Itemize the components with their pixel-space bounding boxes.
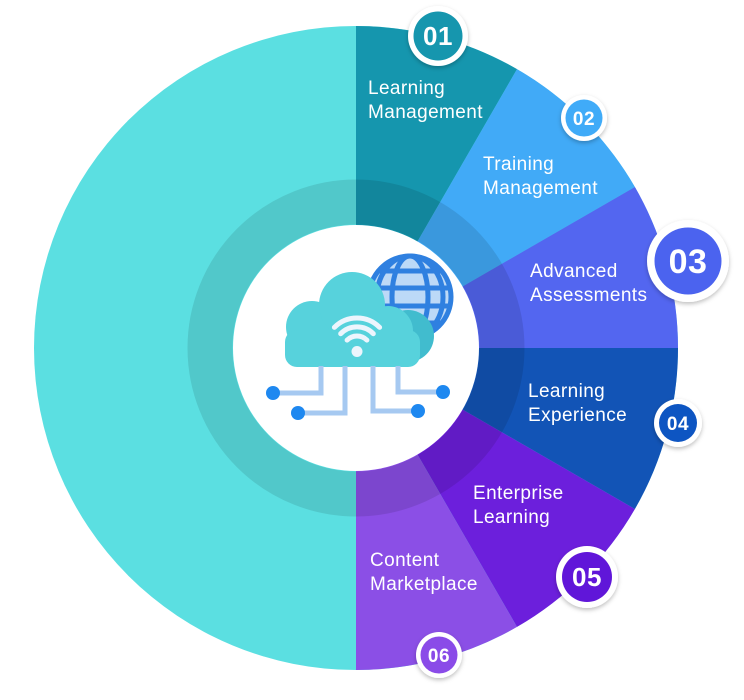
badge-fill — [413, 11, 463, 61]
wifi-dot — [351, 346, 363, 357]
segment-label-04-line1: Learning — [528, 381, 605, 402]
badge-number-text: 05 — [572, 562, 602, 592]
number-badge-05: 05 — [556, 546, 618, 608]
badge-fill — [654, 227, 722, 295]
segment-label-02-line2: Management — [483, 178, 598, 199]
circuit-line — [274, 366, 324, 396]
segment-label-05-line2: Learning — [473, 507, 550, 528]
number-badge-02: 02 — [561, 95, 607, 141]
circuit-node — [436, 385, 450, 399]
circuit-node — [411, 404, 425, 418]
circuit-traces-icon — [274, 366, 441, 416]
badge-number-text: 03 — [669, 243, 708, 281]
cloud-network-icon — [266, 253, 454, 420]
badge-fill — [565, 99, 603, 137]
wifi-arc — [331, 315, 383, 330]
circuit-nodes-icon — [266, 385, 450, 420]
badge-number-text: 02 — [573, 109, 595, 130]
circuit-node — [266, 386, 280, 400]
badge-fill — [562, 552, 612, 602]
segment-label-05-line1: Enterprise — [473, 483, 564, 504]
segment-label-02-line1: Training — [483, 154, 554, 175]
segment-label-01-line2: Management — [368, 102, 483, 123]
number-badge-04: 04 — [654, 399, 702, 447]
segment-label-01-line1: Learning — [368, 78, 445, 99]
circuit-line — [395, 366, 441, 395]
inner-ring-overlay — [187, 179, 525, 517]
segment-label-06-line1: Content — [370, 550, 440, 571]
wifi-arc — [338, 324, 376, 337]
segment-label-04-line2: Experience — [528, 405, 627, 426]
number-badge-06: 06 — [416, 632, 462, 678]
circuit-node — [291, 406, 305, 420]
wifi-arc — [344, 333, 370, 343]
number-badge-01: 01 — [408, 6, 468, 66]
badge-fill — [420, 636, 458, 674]
wifi-icon — [331, 315, 383, 357]
badge-number-text: 06 — [428, 646, 450, 667]
segment-label-03-line1: Advanced — [530, 261, 618, 282]
segment-labels: Learning Management Training Management … — [368, 78, 647, 595]
badge-fill — [659, 404, 697, 442]
segment-label-06-line2: Marketplace — [370, 574, 478, 595]
circuit-line — [299, 366, 348, 416]
circuit-line — [370, 366, 416, 414]
badge-number-text: 04 — [667, 414, 689, 435]
number-badge-03: 03 — [647, 220, 729, 302]
segment-label-03-line2: Assessments — [530, 285, 647, 306]
badge-number-text: 01 — [423, 21, 453, 51]
